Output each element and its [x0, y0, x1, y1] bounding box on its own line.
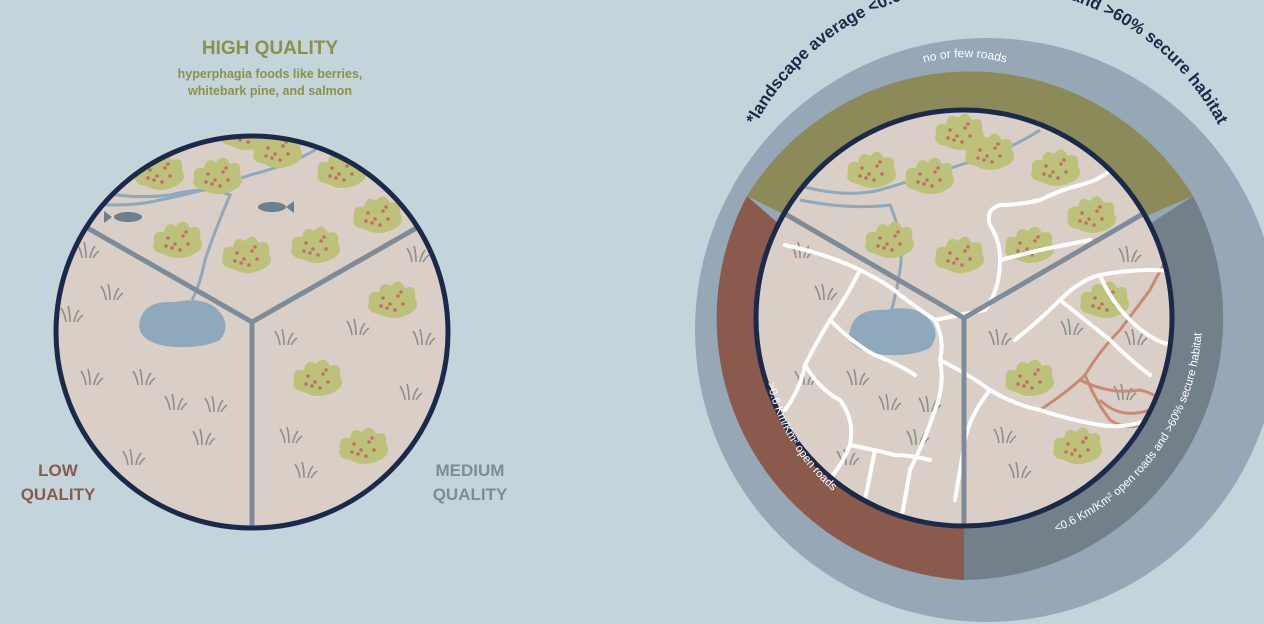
berry-bush-icon: [291, 226, 340, 263]
grass-tuft-icon: [846, 368, 870, 386]
berry-bush-icon: [865, 221, 914, 258]
segment-medium-secure: [964, 196, 1224, 580]
grass-tuft-icon: [346, 318, 370, 336]
grass-tuft-icon: [878, 393, 902, 411]
medium-quality-title: MEDIUM QUALITY: [410, 459, 530, 507]
pond: [849, 308, 936, 356]
grass-tuft-icon: [412, 328, 436, 346]
zone-divider: [773, 205, 1155, 526]
berry-bush-icon: [965, 133, 1014, 170]
grass-tuft-icon: [988, 328, 1012, 346]
high-quality-subtitle: hyperphagia foods like berries, whitebar…: [120, 66, 420, 100]
right-roads-diagram: *landscape average <0.6 Km/Km² open road…: [695, 0, 1264, 622]
berry-bush-icon: [193, 157, 242, 194]
berry-bush-icon: [1005, 359, 1054, 396]
grass-tuft-icon: [294, 461, 318, 479]
berry-bush-icon: [847, 151, 896, 188]
segment-low-open-roads: [716, 196, 964, 580]
berry-bush-icon: [339, 427, 388, 464]
high-quality-subtitle-line2: whitebark pine, and salmon: [188, 84, 352, 98]
zone-divider: [68, 215, 436, 528]
grass-tuft-icon: [80, 368, 104, 386]
berry-bush-icon: [293, 359, 342, 396]
grass-tuft-icon: [1008, 461, 1032, 479]
grass-tuft-icon: [1118, 245, 1142, 263]
grass-tuft-icon: [100, 283, 124, 301]
berry-bush-icon: [1067, 196, 1116, 233]
grass-tuft-icon: [1124, 328, 1148, 346]
berry-bush-icon: [153, 221, 202, 258]
grass-tuft-icon: [814, 283, 838, 301]
segment-high-no-roads: [747, 71, 1193, 226]
high-quality-subtitle-line1: hyperphagia foods like berries,: [177, 67, 363, 81]
grass-tuft-icon: [274, 328, 298, 346]
grass-tuft-icon: [192, 428, 216, 446]
fish-icon: [258, 201, 294, 213]
pond: [139, 300, 226, 348]
right-circle-contents: [773, 113, 1172, 526]
grass-tuft-icon: [76, 241, 100, 259]
grass-tuft-icon: [60, 305, 84, 323]
grass-tuft-icon: [204, 395, 228, 413]
berry-bush-icon: [935, 113, 984, 150]
low-quality-title: LOW QUALITY: [10, 459, 106, 507]
berry-bush-icon: [1053, 427, 1102, 464]
grass-tuft-icon: [122, 448, 146, 466]
top-segment-label: no or few roads: [921, 46, 1008, 66]
open-roads: [783, 168, 1172, 526]
medium-quality-title-line1: MEDIUM: [435, 461, 505, 480]
grass-tuft-icon: [406, 245, 430, 263]
grass-tuft-icon: [993, 426, 1017, 444]
grass-tuft-icon: [918, 395, 942, 413]
high-quality-title: HIGH QUALITY: [201, 38, 339, 59]
berry-bush-icon: [368, 281, 417, 318]
fish-icon: [104, 211, 142, 223]
grass-tuft-icon: [1060, 318, 1084, 336]
berry-bush-icon: [1031, 149, 1080, 186]
grass-tuft-icon: [132, 368, 156, 386]
medium-quality-title-line2: QUALITY: [432, 485, 508, 504]
low-quality-title-line2: QUALITY: [20, 485, 96, 504]
left-habitat-circle: [53, 133, 451, 531]
grass-tuft-icon: [399, 383, 423, 401]
water-stream: [89, 188, 232, 301]
berry-bush-icon: [905, 157, 954, 194]
grass-tuft-icon: [164, 393, 188, 411]
grass-tuft-icon: [906, 428, 930, 446]
berry-bush-icon: [935, 236, 984, 273]
low-quality-title-line1: LOW: [38, 461, 78, 480]
grass-tuft-icon: [279, 426, 303, 444]
berry-bush-icon: [222, 236, 271, 273]
berry-bush-icon: [353, 196, 402, 233]
